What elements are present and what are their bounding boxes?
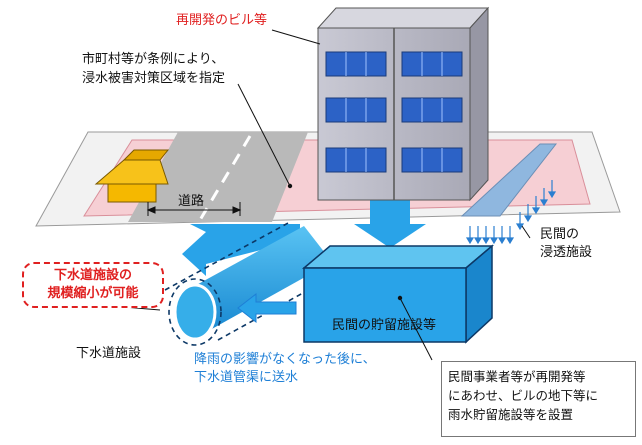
tank-to-sewer-arrow — [237, 292, 297, 324]
municipality-designation-label: 市町村等が条例により、 浸水被害対策区域を指定 — [82, 52, 226, 86]
sewer-scale-reduction-text: 下水道施設の 規模縮小が可能 — [47, 268, 139, 301]
building — [316, 6, 490, 202]
private-storage-label: 民間の貯留施設等 — [332, 318, 437, 333]
house-icon — [94, 149, 170, 203]
road-strip — [128, 132, 308, 222]
infiltration-strip — [460, 143, 558, 217]
private-operator-note: 民間事業者等が再開発等 にあわせ、ビルの地下等に 雨水貯留施設等を設置 — [441, 361, 636, 437]
redevelopment-building-label: 再開発のビル等 — [176, 13, 268, 28]
sewer-facility-label: 下水道施設 — [76, 346, 142, 361]
road-centerline — [198, 135, 252, 221]
road-label: 道路 — [178, 194, 205, 209]
sewer-pipe — [164, 221, 332, 346]
storage-tank — [301, 244, 495, 344]
sewer-inflow-arrow — [182, 224, 300, 276]
sewer-scale-reduction-callout: 下水道施設の 規模縮小が可能 — [22, 262, 164, 308]
release-after-rain-label: 降雨の影響がなくなった後に、 下水道管渠に送水 — [194, 352, 376, 385]
road-dimension — [146, 202, 242, 216]
infiltration-arrows — [465, 180, 557, 245]
building-down-arrow — [354, 200, 426, 248]
private-infiltration-label: 民間の 浸透施設 — [540, 227, 593, 260]
